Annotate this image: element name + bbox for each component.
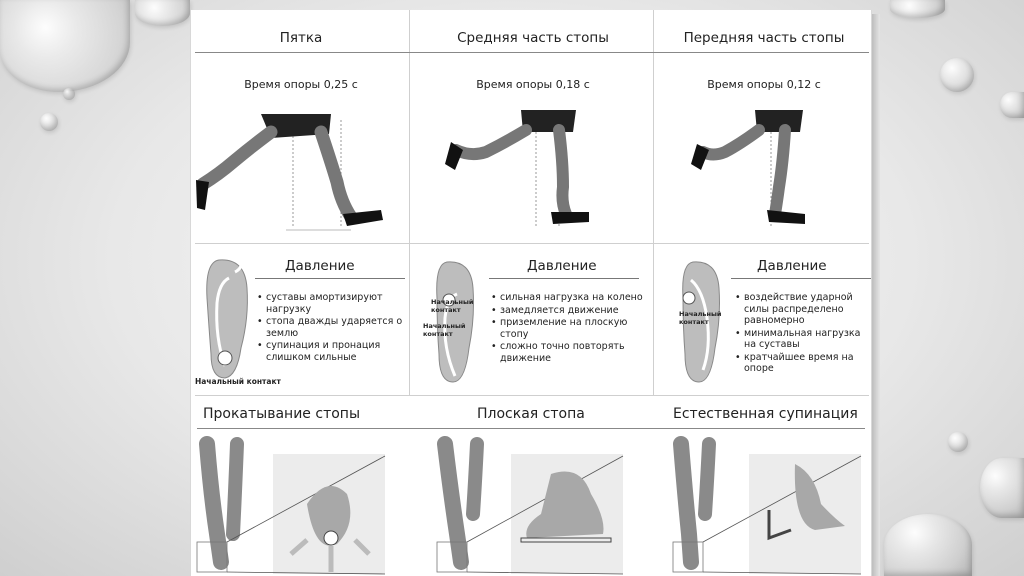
pressure-title-underline — [255, 278, 405, 279]
runner-forefoot-strike-illustration — [691, 110, 805, 227]
foot-roll-title: Прокатывание стопы — [203, 406, 360, 422]
support-time-heel: Время опоры 0,25 с — [244, 78, 358, 91]
list-item: сильная нагрузка на колено — [491, 292, 649, 304]
water-drop-decoration — [40, 113, 58, 131]
water-drop-decoration — [980, 458, 1024, 518]
initial-contact-label: Начальный контакт — [195, 377, 281, 386]
list-item: супинация и пронация слишком сильные — [257, 340, 407, 363]
list-item: суставы амортизируют нагрузку — [257, 292, 407, 315]
column-header-midfoot: Средняя часть стопы — [457, 30, 609, 46]
list-item: приземление на плоскую стопу — [491, 317, 649, 340]
water-drop-decoration — [0, 0, 130, 92]
pressure-list-forefoot: воздействие ударной силы распределено ра… — [735, 292, 871, 376]
initial-contact-label: Начальный контакт — [423, 322, 466, 338]
column-header-forefoot: Передняя часть стопы — [683, 30, 845, 46]
list-item: замедляется движение — [491, 305, 649, 317]
pressure-list-heel: суставы амортизируют нагрузку стопа дваж… — [257, 292, 407, 364]
initial-contact-label: Начальный контакт — [431, 298, 474, 314]
column-header-heel: Пятка — [279, 30, 323, 46]
water-drop-decoration — [135, 0, 190, 26]
foot-pressure-map-heel — [206, 259, 248, 379]
column-divider — [653, 10, 654, 395]
list-item: стопа дважды ударяется о землю — [257, 316, 407, 339]
infographic-panel: Пятка Средняя часть стопы Передняя часть… — [190, 10, 872, 576]
flat-foot-illustration — [436, 436, 624, 575]
water-drop-decoration — [948, 432, 968, 452]
runner-midfoot-strike-illustration — [445, 110, 589, 227]
pressure-list-midfoot: сильная нагрузка на колено замедляется д… — [491, 292, 649, 365]
runner-heel-strike-illustration — [196, 114, 383, 231]
support-time-midfoot: Время опоры 0,18 с — [476, 78, 590, 91]
water-drop-decoration — [940, 58, 974, 92]
list-item: кратчайшее время на опоре — [735, 352, 871, 375]
water-drop-decoration — [884, 514, 972, 576]
section-divider — [195, 395, 869, 396]
foot-pressure-map-forefoot — [682, 261, 720, 383]
header-underline — [195, 52, 869, 53]
pressure-title-midfoot: Давление — [527, 258, 597, 274]
initial-contact-label: Начальный контакт — [679, 310, 722, 326]
water-drop-decoration — [890, 0, 945, 18]
bottom-title-underline — [197, 428, 865, 429]
foot-roll-illustration — [196, 436, 386, 575]
natural-supination-title: Естественная супинация — [673, 406, 858, 422]
flat-foot-title: Плоская стопа — [477, 406, 585, 422]
pressure-title-forefoot: Давление — [757, 258, 827, 274]
water-drop-decoration — [63, 88, 75, 100]
water-drop-decoration — [1000, 92, 1024, 118]
panel-shadow — [872, 14, 880, 576]
section-divider — [195, 243, 869, 244]
list-item: воздействие ударной силы распределено ра… — [735, 292, 871, 327]
natural-supination-illustration — [672, 436, 862, 575]
pressure-title-underline — [489, 278, 639, 279]
column-divider — [409, 10, 410, 395]
pressure-title-heel: Давление — [285, 258, 355, 274]
foot-pressure-map-midfoot — [436, 261, 474, 383]
support-time-forefoot: Время опоры 0,12 с — [707, 78, 821, 91]
list-item: сложно точно повторять движение — [491, 341, 649, 364]
list-item: минимальная нагрузка на суставы — [735, 328, 871, 351]
pressure-title-underline — [731, 278, 871, 279]
